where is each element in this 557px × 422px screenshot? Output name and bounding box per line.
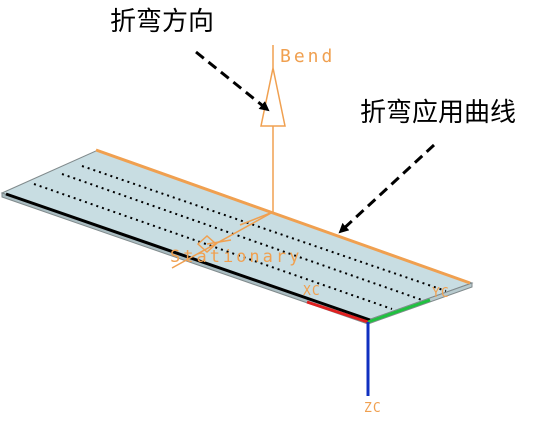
yc-axis	[367, 298, 431, 324]
zc-axis-label: ZC	[364, 401, 382, 416]
coordinate-axes: XC YC ZC	[303, 284, 450, 416]
plate-top-face	[0, 149, 474, 321]
bend-direction-arrow	[239, 45, 286, 226]
dotted-reference-lines	[33, 165, 447, 310]
stationary-label: Stationary	[170, 247, 302, 267]
bend-direction-callout-arrow	[195, 50, 270, 112]
bend-curve-callout-arrow	[338, 143, 436, 234]
stationary-marker	[171, 211, 274, 269]
xc-axis	[306, 300, 369, 324]
dotted-line-3	[81, 165, 447, 292]
yc-axis-label: YC	[432, 286, 450, 301]
xc-axis-label: XC	[303, 284, 321, 299]
plate-front-edge-line	[5, 192, 371, 322]
sheet-plate	[0, 149, 474, 325]
bend-direction-callout: 折弯方向	[110, 7, 214, 37]
bend-label: Bend	[280, 46, 335, 67]
bend-application-curve	[95, 148, 471, 285]
bend-curve-callout: 折弯应用曲线	[360, 98, 516, 128]
